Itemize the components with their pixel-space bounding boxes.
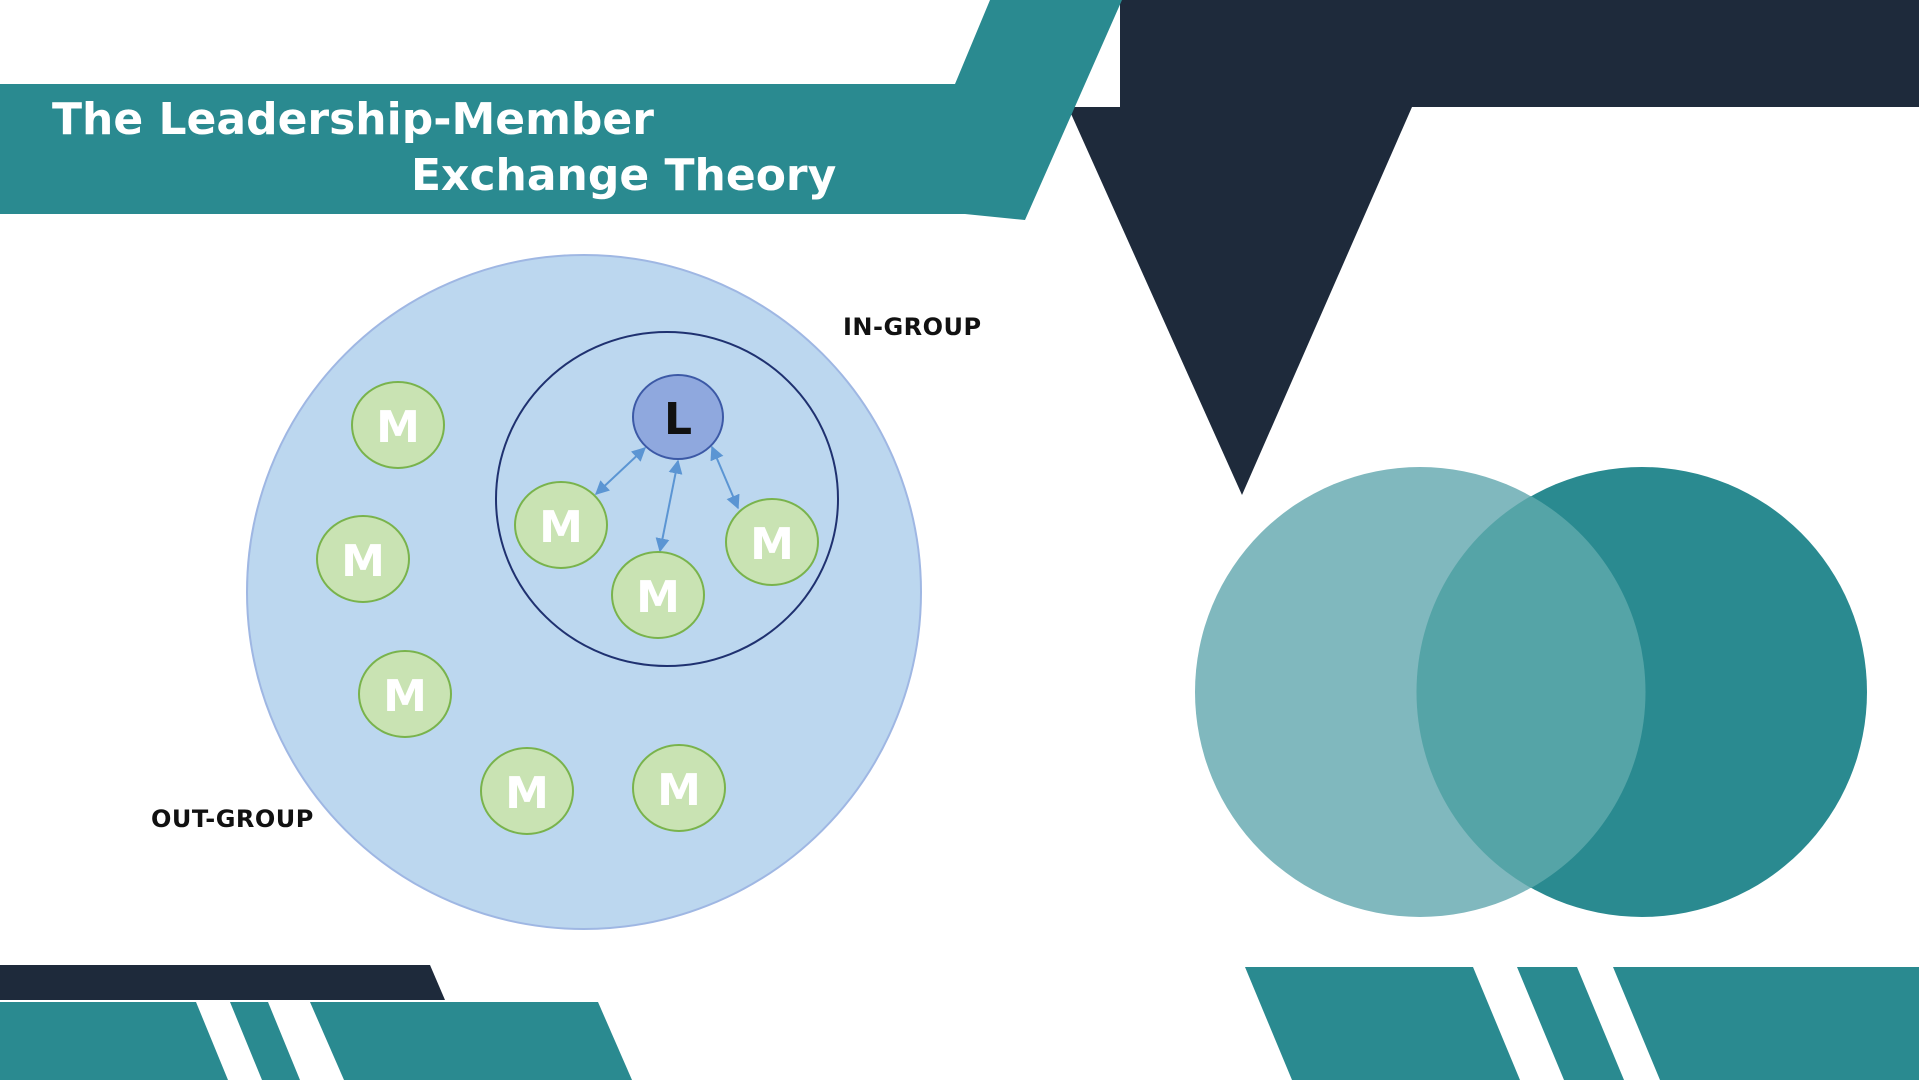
- exchange-arrow: [655, 459, 683, 553]
- member-label: M: [505, 768, 549, 819]
- exchange-arrow: [594, 447, 647, 495]
- out-group-label: OUT-GROUP: [151, 805, 314, 833]
- member-label: M: [539, 502, 583, 553]
- in-group-member: M: [611, 551, 705, 639]
- in-group-member: M: [725, 498, 819, 586]
- teal-stripe-4: [1245, 967, 1520, 1080]
- out-group-member: M: [316, 515, 410, 603]
- leader-label: L: [664, 394, 692, 445]
- leader-node: L: [632, 374, 724, 460]
- in-group-circle: [495, 331, 839, 667]
- in-group-member: M: [514, 481, 608, 569]
- out-group-member: M: [358, 650, 452, 738]
- teal-stripe-5: [1517, 967, 1624, 1080]
- venn-overlap: [1416, 496, 1646, 888]
- out-group-member: M: [480, 747, 574, 835]
- teal-stripe-2: [230, 1002, 300, 1080]
- navy-triangle: [1068, 107, 1412, 495]
- out-group-member: M: [351, 381, 445, 469]
- teal-stripe-6: [1613, 967, 1919, 1080]
- title-line-2: Exchange Theory: [411, 150, 837, 201]
- in-group-label: IN-GROUP: [843, 313, 982, 341]
- member-label: M: [341, 536, 385, 587]
- title-banner: [0, 0, 1122, 220]
- teal-stripe-1: [0, 1002, 228, 1080]
- member-label: M: [376, 402, 420, 453]
- member-label: M: [383, 671, 427, 722]
- member-label: M: [750, 519, 794, 570]
- navy-top-band: [1120, 0, 1919, 107]
- exchange-arrow: [710, 445, 740, 510]
- member-label: M: [657, 765, 701, 816]
- member-label: M: [636, 572, 680, 623]
- title-line-1: The Leadership-Member: [52, 94, 654, 145]
- navy-bottom-strip: [0, 965, 445, 1000]
- out-group-member: M: [632, 744, 726, 832]
- teal-stripe-3: [310, 1002, 632, 1080]
